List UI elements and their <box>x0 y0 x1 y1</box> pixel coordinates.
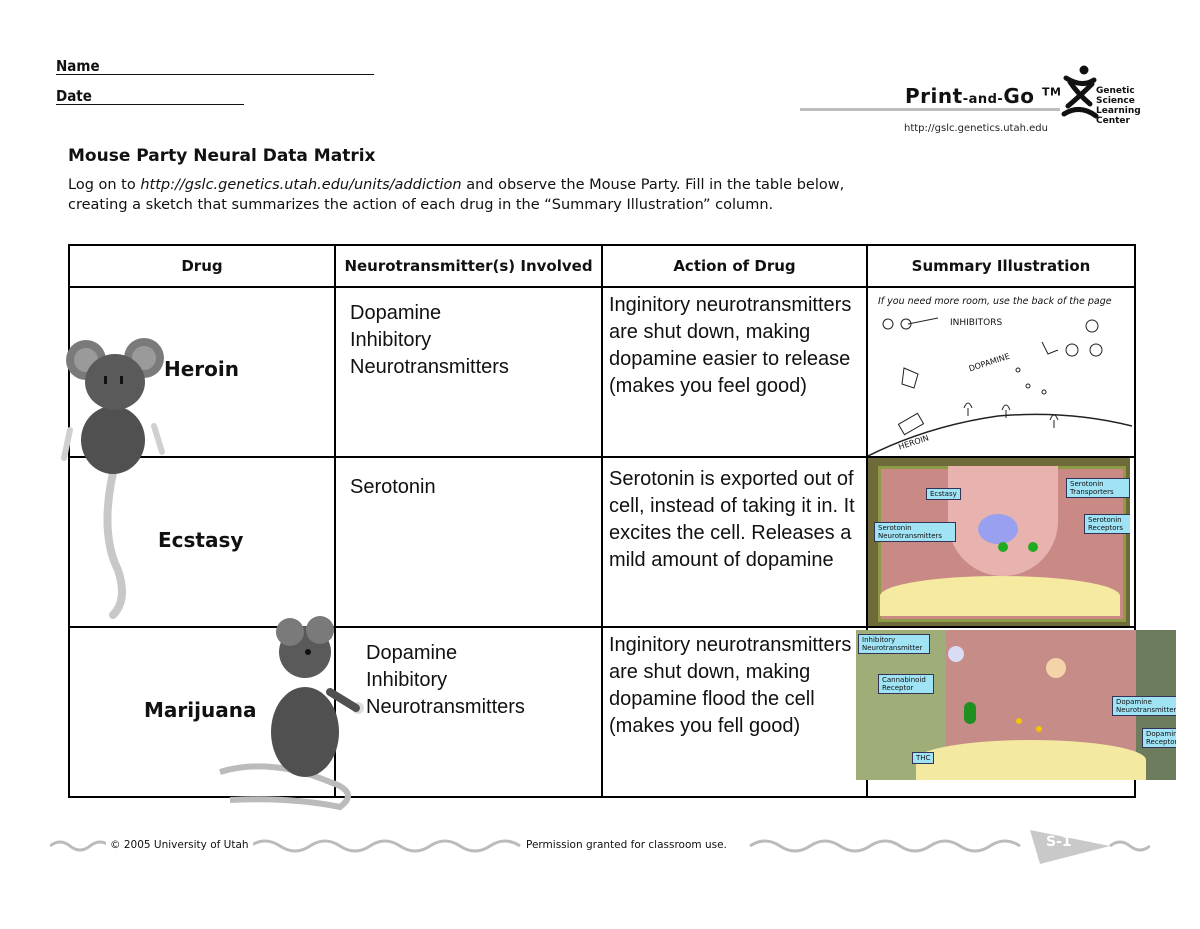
brand-rule <box>800 108 1060 111</box>
action-text: Inginitory neurotransmitters are shut do… <box>609 634 852 737</box>
neuro-cell: Serotonin <box>334 456 603 628</box>
serotonin-transporters-label: Serotonin Transporters <box>1066 478 1130 498</box>
sketch-note: If you need more room, use the back of t… <box>878 296 1112 307</box>
neuro-line: Neurotransmitters <box>366 696 525 718</box>
intro-text: Log on to http://gslc.genetics.utah.edu/… <box>68 177 845 213</box>
cannabinoid-receptor-label: Cannabinoid Receptor <box>878 674 934 694</box>
heroin-mouse-icon <box>58 330 168 620</box>
inhibitory-neurotransmitter-label: Inhibitory Neurotransmitter <box>858 634 930 654</box>
addiction-link[interactable]: http://gslc.genetics.utah.edu/units/addi… <box>140 177 462 193</box>
action-cell: Inginitory neurotransmitters are shut do… <box>601 626 868 798</box>
dopamine-receptor-label: Dopamine Receptor <box>1142 728 1176 748</box>
dopamine-neurotransmitter-label: Dopamine Neurotransmitter <box>1112 696 1176 716</box>
neuro-line: Dopamine <box>350 302 442 324</box>
neuro-cell: Dopamine Inhibitory Neurotransmitters <box>334 626 603 798</box>
neuro-cell: Dopamine Inhibitory Neurotransmitters <box>334 286 603 458</box>
table-header-row: Drug Neurotransmitter(s) Involved Action… <box>68 244 1136 288</box>
action-cell: Inginitory neurotransmitters are shut do… <box>601 286 868 458</box>
marijuana-mouse-icon <box>210 612 370 812</box>
serotonin-receptors-label: Serotonin Receptors <box>1084 514 1130 534</box>
page-number: S-1 <box>1046 834 1072 850</box>
neuro-line: Neurotransmitters <box>350 356 509 378</box>
action-text: Serotonin is exported out of cell, inste… <box>609 468 855 571</box>
drug-label-heroin: Heroin <box>164 357 239 381</box>
serotonin-neurotransmitters-label: Serotonin Neurotransmitters <box>874 522 956 542</box>
gslc-logo-icon <box>1060 64 1100 124</box>
footer-permission: Permission granted for classroom use. <box>522 839 731 851</box>
neuro-line: Serotonin <box>350 476 436 498</box>
marijuana-summary-image: Inhibitory Neurotransmitter Cannabinoid … <box>856 630 1176 780</box>
drug-label-ecstasy: Ecstasy <box>158 528 244 552</box>
name-label: Name <box>56 57 100 75</box>
action-cell: Serotonin is exported out of cell, inste… <box>601 456 868 628</box>
drug-label-marijuana: Marijuana <box>144 698 257 722</box>
ecstasy-label: Ecstasy <box>926 488 961 500</box>
date-line[interactable] <box>56 104 244 105</box>
header-summary: Summary Illustration <box>866 244 1136 288</box>
footer-wave-icon <box>49 826 1151 866</box>
header-drug: Drug <box>68 244 336 288</box>
footer-copyright: © 2005 University of Utah <box>106 839 253 851</box>
neuro-line: Inhibitory <box>350 329 432 351</box>
heroin-summary-sketch: If you need more room, use the back of t… <box>868 290 1132 456</box>
brand-name: Print-and-Go TM <box>905 84 1062 108</box>
ecstasy-summary-image: Ecstasy Serotonin Transporters Serotonin… <box>868 458 1130 626</box>
header-action: Action of Drug <box>601 244 868 288</box>
neuro-line: Dopamine <box>366 642 458 664</box>
header-neurotransmitter: Neurotransmitter(s) Involved <box>334 244 603 288</box>
thc-label: THC <box>912 752 935 764</box>
gslc-org-name: Genetic Science Learning Center <box>1096 86 1141 126</box>
action-text: Inginitory neurotransmitters are shut do… <box>609 294 852 397</box>
name-line[interactable] <box>56 74 374 75</box>
sketch-label-inhibitors: INHIBITORS <box>950 318 1003 328</box>
date-label: Date <box>56 87 92 105</box>
page-title: Mouse Party Neural Data Matrix <box>68 146 376 166</box>
neuro-line: Inhibitory <box>366 669 448 691</box>
brand-url: http://gslc.genetics.utah.edu <box>904 123 1048 134</box>
